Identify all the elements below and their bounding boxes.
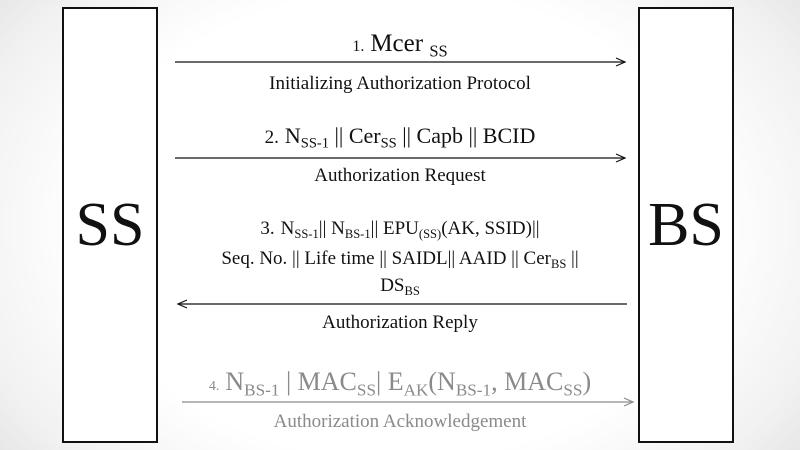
bs-entity-box: BS	[638, 7, 734, 443]
text-segment: Mcer	[370, 30, 430, 57]
message-4-line-1: 4.NBS-1 | MACSS| EAK(NBS-1, MACSS)	[170, 367, 630, 400]
text-segment: , MAC	[491, 367, 564, 396]
text-segment: || EPU	[370, 218, 419, 239]
text-segment: N	[280, 218, 295, 239]
text-segment: || N	[318, 218, 345, 239]
message-2-arrow-head	[615, 153, 627, 163]
subscript: AK	[403, 380, 429, 400]
message-2-step-number: 2.	[264, 127, 279, 148]
message-4-step-number: 4.	[208, 379, 220, 394]
subscript: (SS)	[418, 227, 442, 241]
message-3-line-3: DSBS	[170, 275, 630, 299]
text-segment: Seq. No. || Life time || SAIDL|| AAID ||…	[221, 248, 551, 269]
message-1-caption: Initializing Authorization Protocol	[269, 73, 531, 94]
message-3-caption: Authorization Reply	[322, 312, 478, 333]
message-1-arrow-head	[615, 57, 627, 67]
ss-entity-box: SS	[62, 7, 158, 443]
subscript: BS-1	[455, 380, 492, 400]
subscript: SS	[429, 41, 448, 61]
text-segment: || Cer	[329, 123, 381, 148]
message-1-line-1: 1. Mcer SS	[170, 30, 630, 61]
subscript: BS-1	[244, 380, 280, 400]
text-segment: )	[582, 367, 592, 396]
text-segment: | E	[376, 367, 404, 396]
text-segment: || Capb || BCID	[396, 123, 536, 148]
text-segment: (AK, SSID)||	[441, 218, 540, 239]
subscript: SS	[380, 135, 397, 152]
message-4-arrow-head	[623, 397, 635, 407]
text-segment: N	[225, 367, 245, 396]
text-segment: N	[284, 123, 301, 148]
message-2-line-1: 2.NSS-1 || CerSS || Capb || BCID	[170, 123, 630, 153]
message-3-arrow-head	[176, 299, 188, 309]
text-segment: DS	[380, 275, 405, 296]
subscript: SS-1	[300, 135, 330, 152]
message-1-step-number: 1.	[352, 38, 365, 55]
ss-label: SS	[75, 191, 145, 259]
subscript: SS	[356, 380, 376, 400]
subscript: SS	[563, 380, 583, 400]
message-3-step-number: 3.	[260, 218, 275, 239]
message-3-line-2: Seq. No. || Life time || SAIDL|| AAID ||…	[170, 248, 630, 272]
subscript: SS-1	[294, 227, 319, 241]
text-segment: (N	[428, 367, 456, 396]
text-segment: ||	[566, 248, 579, 269]
message-4-caption: Authorization Acknowledgement	[273, 411, 527, 432]
subscript: BS-1	[344, 227, 371, 241]
text-segment: | MAC	[279, 367, 357, 396]
subscript: BS	[404, 284, 420, 298]
bs-label: BS	[648, 191, 724, 259]
message-2-caption: Authorization Request	[314, 165, 486, 186]
message-3-line-1: 3.NSS-1|| NBS-1|| EPU(SS)(AK, SSID)||	[170, 218, 630, 242]
subscript: BS	[550, 257, 567, 271]
